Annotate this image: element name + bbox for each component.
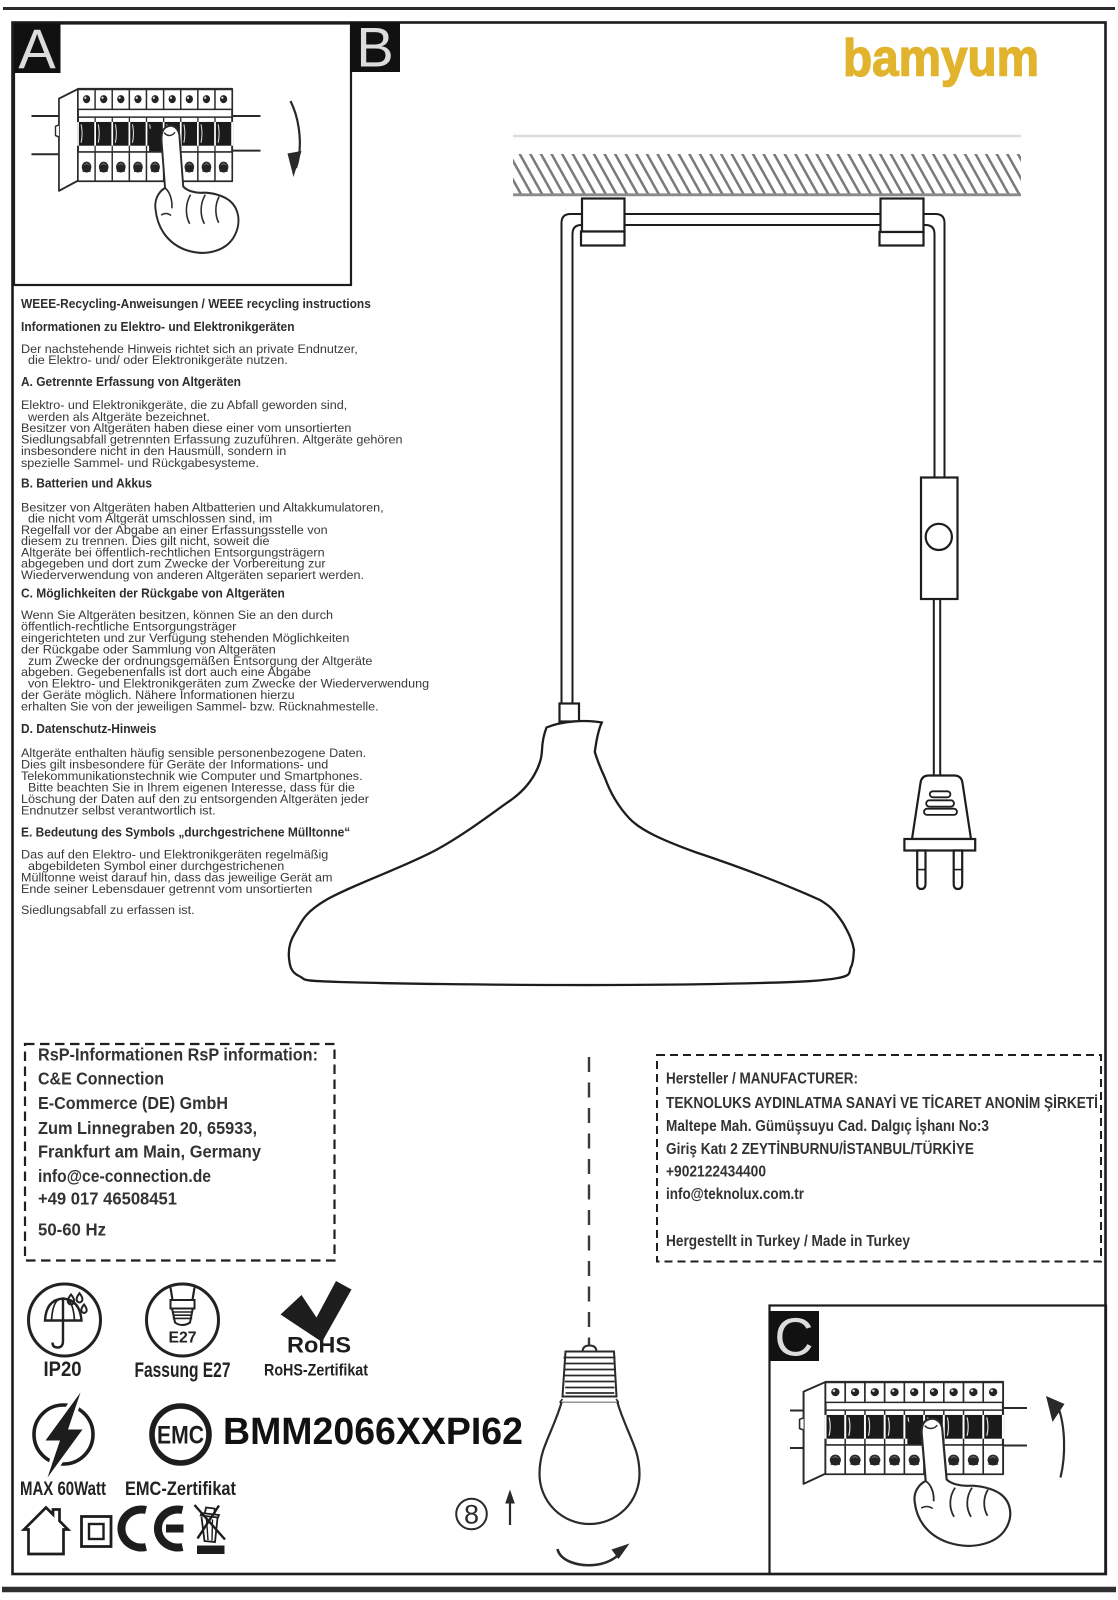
svg-text:Giriş Katı 2 ZEYTİNBURNU/İSTAN: Giriş Katı 2 ZEYTİNBURNU/İSTANBUL/TÜRKİY… xyxy=(666,1141,974,1158)
svg-text:E-Commerce (DE) GmbH: E-Commerce (DE) GmbH xyxy=(38,1093,228,1113)
svg-text:die nicht vom Altgerät umschlo: die nicht vom Altgerät umschlossen sind,… xyxy=(21,512,272,526)
svg-text:Bitte beachten Sie in Ihrem ei: Bitte beachten Sie in Ihrem eigenen Inte… xyxy=(21,781,355,795)
svg-text:Maltepe Mah. Gümüşsuyu Cad. Da: Maltepe Mah. Gümüşsuyu Cad. Dalgıç İşhan… xyxy=(666,1118,989,1135)
svg-text:MAX 60Watt: MAX 60Watt xyxy=(20,1479,107,1500)
svg-text:Siedlungsabfall zu erfassen is: Siedlungsabfall zu erfassen ist. xyxy=(21,903,195,917)
svg-text:öffentlich-rechtliche Entsorgu: öffentlich-rechtliche Entsorgungsträger xyxy=(21,620,236,634)
svg-text:A: A xyxy=(18,17,56,80)
svg-text:WEEE-Recycling-Anweisungen / W: WEEE-Recycling-Anweisungen / WEEE recycl… xyxy=(21,297,371,311)
svg-text:8: 8 xyxy=(464,1500,479,1530)
svg-text:bamyum: bamyum xyxy=(843,30,1039,88)
svg-text:Zum Linnegraben 20, 65933,: Zum Linnegraben 20, 65933, xyxy=(38,1118,257,1138)
svg-text:A. Getrennte Erfassung von Alt: A. Getrennte Erfassung von Altgeräten xyxy=(21,375,241,389)
svg-text:Das auf den Elektro- und Elekt: Das auf den Elektro- und Elektronikgerät… xyxy=(21,848,328,862)
svg-text:RoHS: RoHS xyxy=(287,1333,351,1358)
svg-text:C. Möglichkeiten der Rückgabe: C. Möglichkeiten der Rückgabe von Altger… xyxy=(21,586,285,600)
svg-text:erhalten Sie von der jeweilige: erhalten Sie von der jeweiligen Sammel- … xyxy=(21,700,379,714)
svg-text:der Geräte möglich. Nähere Inf: der Geräte möglich. Nähere Informationen… xyxy=(21,688,295,702)
svg-text:Ende seiner Lebensdauer getren: Ende seiner Lebensdauer getrennt vom uns… xyxy=(21,882,312,896)
svg-text:abgebildeten Symbol einer durc: abgebildeten Symbol einer durchgestriche… xyxy=(21,859,284,873)
svg-text:Telekommunikationstechnik wie: Telekommunikationstechnik wie Computer u… xyxy=(21,769,363,783)
svg-text:Löschung der Daten auf den zu: Löschung der Daten auf den zu entsorgend… xyxy=(21,792,369,806)
svg-text:C&E Connection: C&E Connection xyxy=(38,1068,164,1088)
svg-text:Regelfall vor der Abgabe an ei: Regelfall vor der Abgabe an einer Erfass… xyxy=(21,523,328,537)
svg-text:Elektro- und Elektronikgeräte,: Elektro- und Elektronikgeräte, die zu Ab… xyxy=(21,398,347,412)
svg-text:eingerichteten und zur Verfügu: eingerichteten und zur Verfügung stehend… xyxy=(21,631,350,645)
svg-text:Siedlungsabfall getrennten Erf: Siedlungsabfall getrennten Erfassung zuz… xyxy=(21,433,403,447)
svg-text:E. Bedeutung des Symbols „durc: E. Bedeutung des Symbols „durchgestriche… xyxy=(21,825,350,839)
svg-text:Der nachstehende Hinweis richt: Der nachstehende Hinweis richtet sich an… xyxy=(21,342,358,356)
svg-text:Besitzer von Altgeräten haben: Besitzer von Altgeräten haben Altbatteri… xyxy=(21,501,384,515)
svg-text:C: C xyxy=(775,1308,814,1368)
svg-text:abgeben. Gegebenenfalls ist do: abgeben. Gegebenenfalls ist dort auch ei… xyxy=(21,665,311,679)
svg-text:Endnutzer selbst verantwortlic: Endnutzer selbst verantwortlich ist. xyxy=(21,804,216,818)
svg-text:+902122434400: +902122434400 xyxy=(666,1163,766,1180)
svg-text:D. Datenschutz-Hinweis: D. Datenschutz-Hinweis xyxy=(21,722,157,736)
svg-text:RoHS-Zertifikat: RoHS-Zertifikat xyxy=(264,1361,368,1380)
svg-text:EMC: EMC xyxy=(157,1422,204,1450)
svg-text:info@ce-connection.de: info@ce-connection.de xyxy=(38,1166,211,1186)
svg-text:Frankfurt am Main, Germany: Frankfurt am Main, Germany xyxy=(38,1141,261,1161)
svg-text:werden als Altgeräte bezeichne: werden als Altgeräte bezeichnet. xyxy=(21,410,210,424)
svg-text:von Elektro- und Elektronikger: von Elektro- und Elektronikgeräten zum Z… xyxy=(21,677,429,691)
svg-text:insbesondere nicht in den Haus: insbesondere nicht in den Hausmüll, sond… xyxy=(21,444,286,458)
svg-text:diesem zu trennen. Dies gilt n: diesem zu trennen. Dies gilt nicht, sowe… xyxy=(21,534,270,548)
svg-text:Informationen zu Elektro- und: Informationen zu Elektro- und Elektronik… xyxy=(21,320,294,334)
svg-text:der Rückgabe oder Sammlung von: der Rückgabe oder Sammlung von Altgeräte… xyxy=(21,643,276,657)
svg-text:RsP-Informationen RsP informat: RsP-Informationen RsP information: xyxy=(38,1045,318,1065)
svg-text:info@teknolux.com.tr: info@teknolux.com.tr xyxy=(666,1186,804,1203)
svg-text:BMM2066XXPI62: BMM2066XXPI62 xyxy=(223,1411,523,1453)
svg-text:Fassung E27: Fassung E27 xyxy=(135,1359,231,1382)
svg-text:TEKNOLUKS AYDINLATMA SANAYİ VE: TEKNOLUKS AYDINLATMA SANAYİ VE TİCARET A… xyxy=(666,1095,1098,1112)
svg-text:Hergestellt in Turkey / Made i: Hergestellt in Turkey / Made in Turkey xyxy=(666,1233,910,1250)
svg-text:E27: E27 xyxy=(169,1330,197,1347)
svg-text:Hersteller / MANUFACTURER:: Hersteller / MANUFACTURER: xyxy=(666,1071,858,1088)
svg-text:50-60 Hz: 50-60 Hz xyxy=(38,1220,106,1240)
svg-text:Mülltonne weist darauf hin, da: Mülltonne weist darauf hin, dass das jew… xyxy=(21,871,332,885)
svg-text:B. Batterien und Akkus: B. Batterien und Akkus xyxy=(21,476,152,490)
svg-text:B: B xyxy=(356,16,393,79)
svg-text:EMC-Zertifikat: EMC-Zertifikat xyxy=(125,1479,237,1500)
svg-text:spezielle Sammel- und Rückgabe: spezielle Sammel- und Rückgabesysteme. xyxy=(21,456,259,470)
svg-text:Wenn Sie Altgeräten besitzen,: Wenn Sie Altgeräten besitzen, können Sie… xyxy=(21,608,333,622)
svg-text:Wiederverwendung von anderen A: Wiederverwendung von anderen Altgeräten … xyxy=(21,568,364,582)
svg-text:Besitzer von Altgeräten haben: Besitzer von Altgeräten haben diese eine… xyxy=(21,421,352,435)
svg-text:Altgeräte bei öffentlich-recht: Altgeräte bei öffentlich-rechtlichen Ent… xyxy=(21,546,325,560)
svg-text:zum Zwecke der ordnungsgemäßen: zum Zwecke der ordnungsgemäßen Entsorgun… xyxy=(21,654,373,668)
svg-text:Dies gilt insbesondere für Ger: Dies gilt insbesondere für Geräte der In… xyxy=(21,758,328,772)
svg-text:+49 017 46508451: +49 017 46508451 xyxy=(38,1189,177,1209)
svg-text:die Elektro- und/ oder Elektro: die Elektro- und/ oder Elektronikgeräte … xyxy=(21,353,288,367)
svg-text:abgegeben und dort zum Zwecke: abgegeben und dort zum Zwecke der Vorber… xyxy=(21,557,326,571)
svg-text:Altgeräte enthalten häufig sen: Altgeräte enthalten häufig sensible pers… xyxy=(21,746,366,760)
svg-text:IP20: IP20 xyxy=(44,1358,82,1381)
